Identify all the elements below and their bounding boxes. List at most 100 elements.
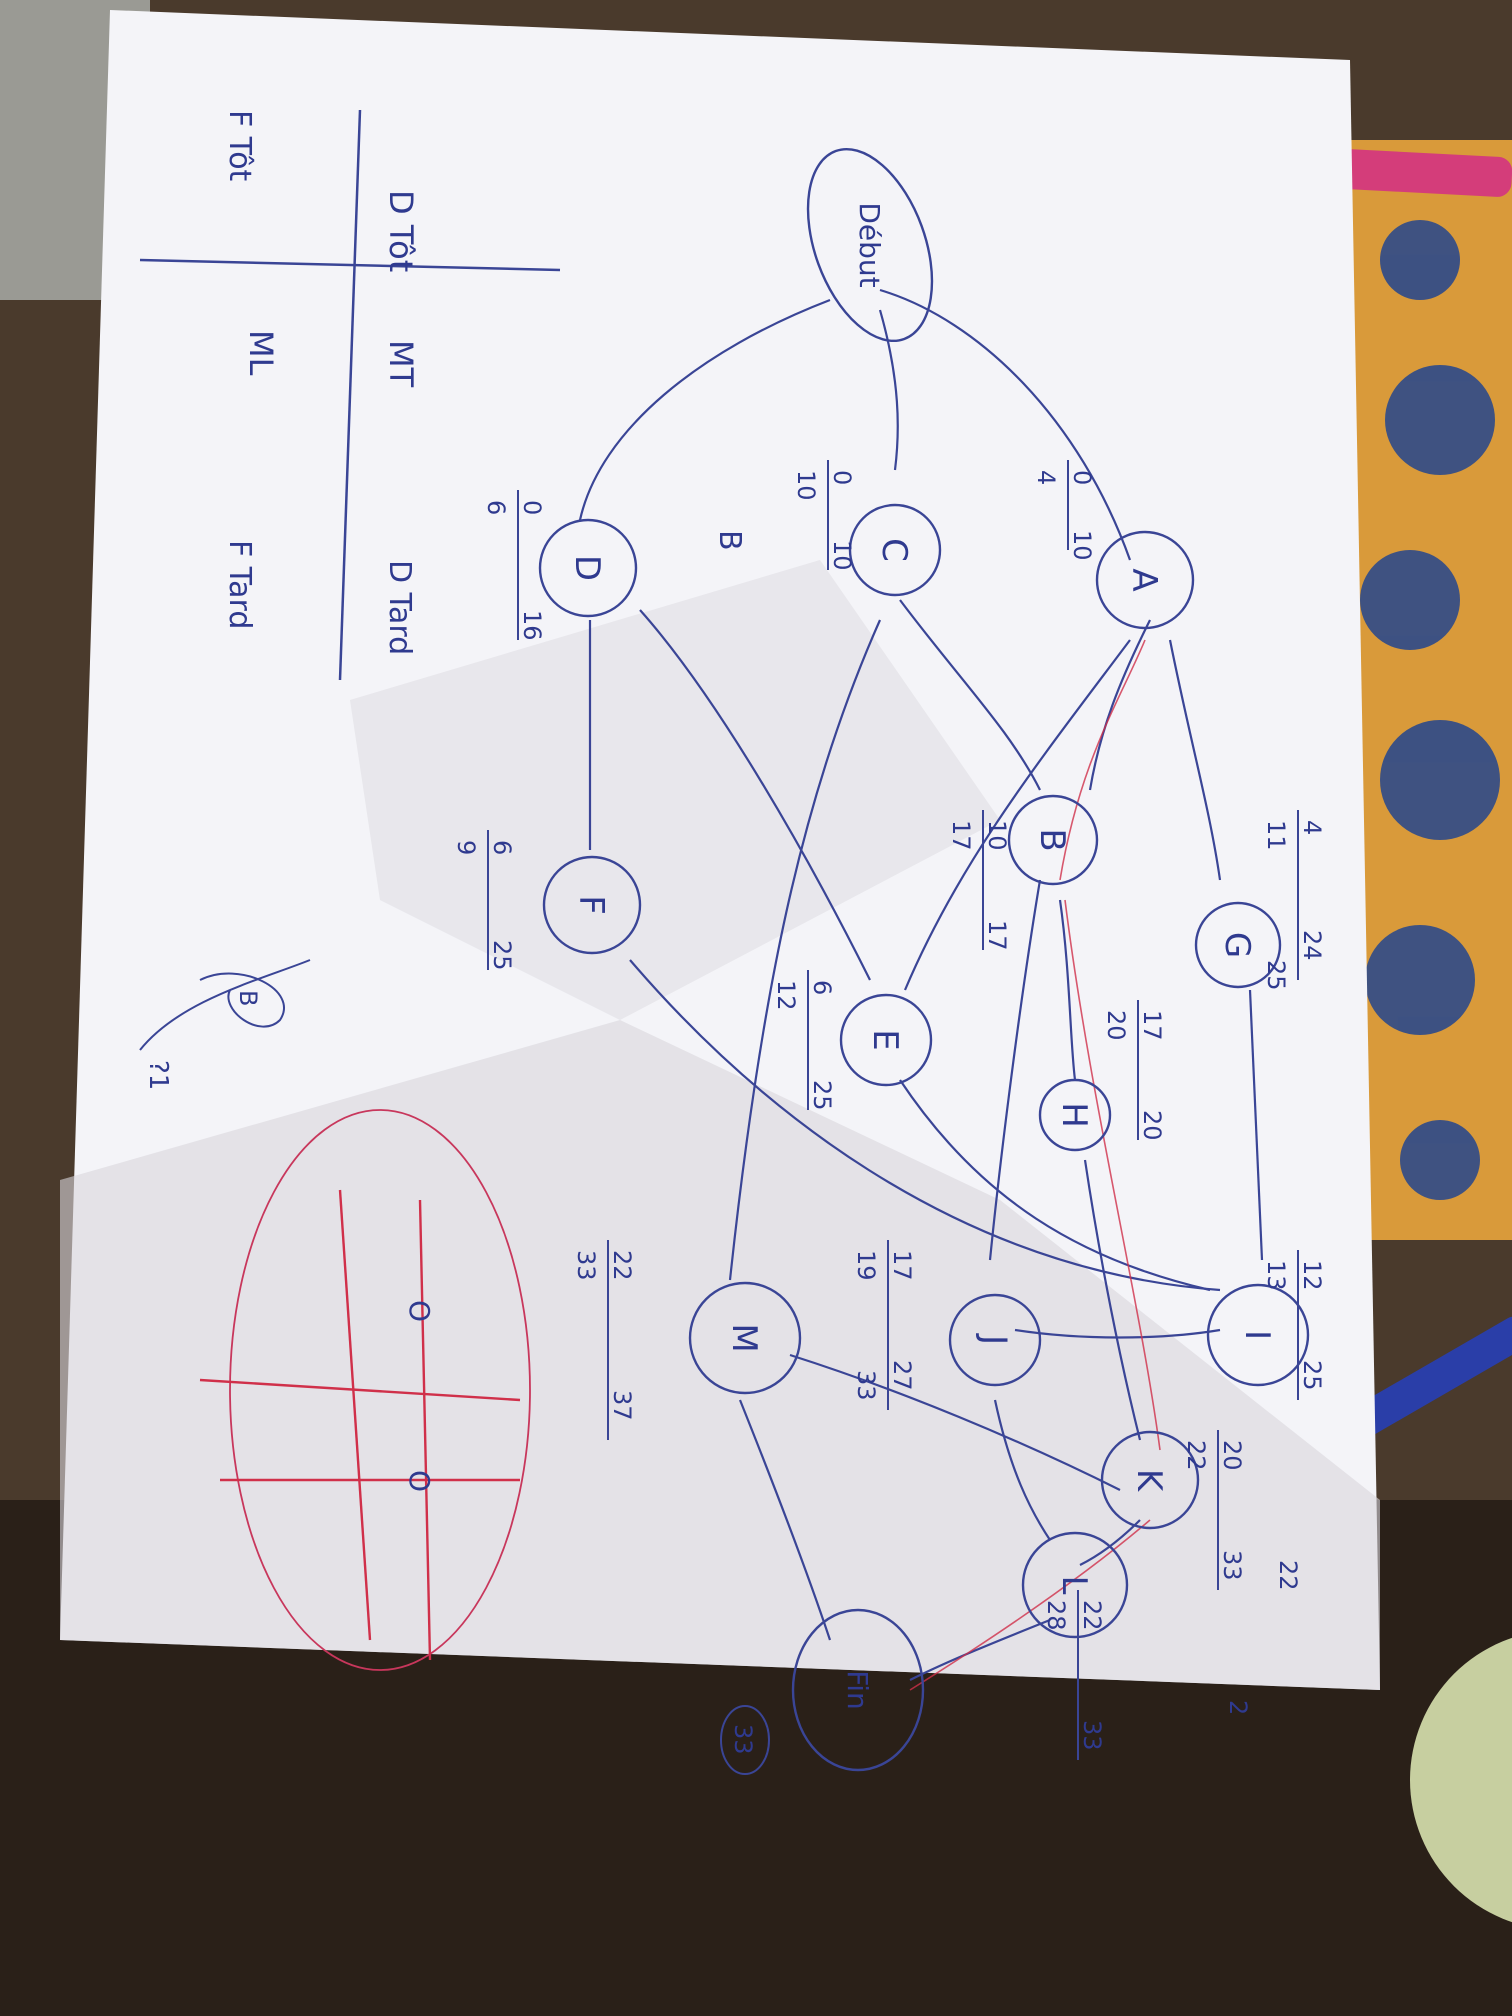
node-debut (806, 147, 934, 343)
svg-text:6: 6 (488, 840, 516, 855)
node-label-fin: Fin (841, 1670, 874, 1710)
node-m (688, 1281, 802, 1395)
node-label-a: A (1124, 568, 1164, 591)
svg-text:33: 33 (852, 1370, 880, 1401)
node-b (1007, 794, 1099, 886)
node-labels: Début A B C D E F G H I J K L M Fin (567, 202, 1277, 1709)
legend-bottom-left: F Tôt (222, 110, 257, 182)
node-label-e: E (865, 1029, 905, 1050)
cloth-pattern (1360, 220, 1500, 1200)
node-l (1021, 1531, 1129, 1639)
svg-text:9: 9 (452, 840, 480, 855)
annot-f: 6 9 25 (452, 830, 516, 971)
svg-text:17: 17 (888, 1250, 916, 1281)
node-label-l: L (1054, 1576, 1094, 1595)
annot-c: 0 10 10 (792, 460, 856, 571)
annot-j: 17 19 27 33 (852, 1240, 916, 1410)
edge-b-h (1058, 899, 1077, 1081)
svg-text:10: 10 (983, 820, 1011, 851)
bottom-note: 2 (1224, 1700, 1252, 1715)
ttt-mark-2: O (403, 1470, 436, 1492)
annot-i: 12 13 25 (1262, 1250, 1326, 1400)
svg-text:27: 27 (888, 1360, 916, 1391)
edge-b-j (988, 879, 1042, 1261)
svg-text:20: 20 (1218, 1440, 1246, 1471)
doodle: ?1 B (139, 959, 311, 1090)
edge-k-m (789, 1353, 1121, 1491)
annot-l: 22 28 33 (1042, 1590, 1106, 1760)
svg-text:4: 4 (1032, 470, 1060, 485)
svg-text:16: 16 (518, 610, 546, 641)
legend-bottom-right: ML (242, 330, 280, 376)
edge-h-k (1083, 1159, 1142, 1441)
svg-text:25: 25 (1262, 960, 1290, 991)
annot-d: 0 6 16 (482, 490, 546, 641)
legend-top-right: MT (382, 340, 420, 388)
edge-a-g (1168, 639, 1222, 881)
annot-m: 22 33 37 (572, 1240, 636, 1440)
svg-text:4: 4 (1298, 820, 1326, 835)
node-label-f: F (571, 895, 611, 915)
svg-text:20: 20 (1138, 1110, 1166, 1141)
svg-text:6: 6 (482, 500, 510, 515)
svg-text:37: 37 (608, 1390, 636, 1421)
annot-e: 6 12 25 (772, 970, 836, 1111)
edge-a-e (903, 639, 1131, 991)
paper-shadow-2 (350, 560, 1000, 1020)
svg-text:11: 11 (1262, 820, 1290, 851)
node-c (848, 503, 942, 597)
annot-a: 0 4 10 (1032, 460, 1096, 561)
svg-text:?1: ?1 (143, 1060, 173, 1090)
edge-l-fin (909, 1618, 1051, 1681)
svg-text:33: 33 (572, 1250, 600, 1281)
annot-k: 20 22 33 (1182, 1430, 1246, 1590)
svg-text:12: 12 (772, 980, 800, 1011)
legend-top-left: D Tôt (382, 190, 420, 272)
node-annotations: 0 4 10 0 10 10 0 6 16 10 17 17 6 12 25 (452, 460, 1326, 1775)
node-k (1100, 1430, 1200, 1530)
svg-text:B: B (234, 990, 262, 1006)
edge-c-m (728, 619, 882, 1281)
svg-text:22: 22 (608, 1250, 636, 1281)
blue-pen (1349, 1316, 1512, 1438)
svg-text:19: 19 (852, 1250, 880, 1281)
svg-text:25: 25 (808, 1080, 836, 1111)
node-label-h: H (1054, 1102, 1094, 1128)
node-e (839, 993, 933, 1087)
node-f (542, 855, 642, 955)
edge-debut-c (878, 309, 899, 471)
svg-text:17: 17 (983, 920, 1011, 951)
node-label-i: I (1237, 1330, 1277, 1340)
node-g (1194, 901, 1282, 989)
node-label-g: G (1217, 932, 1257, 958)
svg-text:6: 6 (808, 980, 836, 995)
graph-nodes (538, 147, 1310, 1772)
annot-h: 17 20 20 (1102, 1000, 1166, 1141)
node-label-j: J (974, 1333, 1014, 1345)
svg-text:10: 10 (1068, 530, 1096, 561)
ttt-mark-1: O (403, 1300, 436, 1322)
tictactoe: O O (199, 1109, 531, 1671)
node-h (1038, 1078, 1112, 1152)
svg-text:10: 10 (792, 470, 820, 501)
svg-text:17: 17 (947, 820, 975, 851)
edge-a-b (1088, 619, 1151, 791)
side-note: 22 (1274, 1560, 1302, 1591)
edge-f-i (629, 959, 1221, 1292)
paper-shadow (60, 1020, 1380, 1690)
svg-text:33: 33 (1078, 1720, 1106, 1751)
edge-m-fin (738, 1399, 832, 1641)
svg-text:12: 12 (1298, 1260, 1326, 1291)
svg-text:0: 0 (828, 470, 856, 485)
svg-text:25: 25 (488, 940, 516, 971)
critical-path (909, 639, 1161, 1691)
svg-text:33: 33 (729, 1724, 757, 1755)
svg-text:33: 33 (1218, 1550, 1246, 1581)
node-j (948, 1293, 1042, 1387)
edge-e-i (899, 1079, 1211, 1292)
annot-fin: 33 (720, 1705, 770, 1775)
annot-g: 4 11 24 25 (1262, 810, 1326, 991)
svg-text:20: 20 (1102, 1010, 1130, 1041)
svg-text:0: 0 (1068, 470, 1096, 485)
